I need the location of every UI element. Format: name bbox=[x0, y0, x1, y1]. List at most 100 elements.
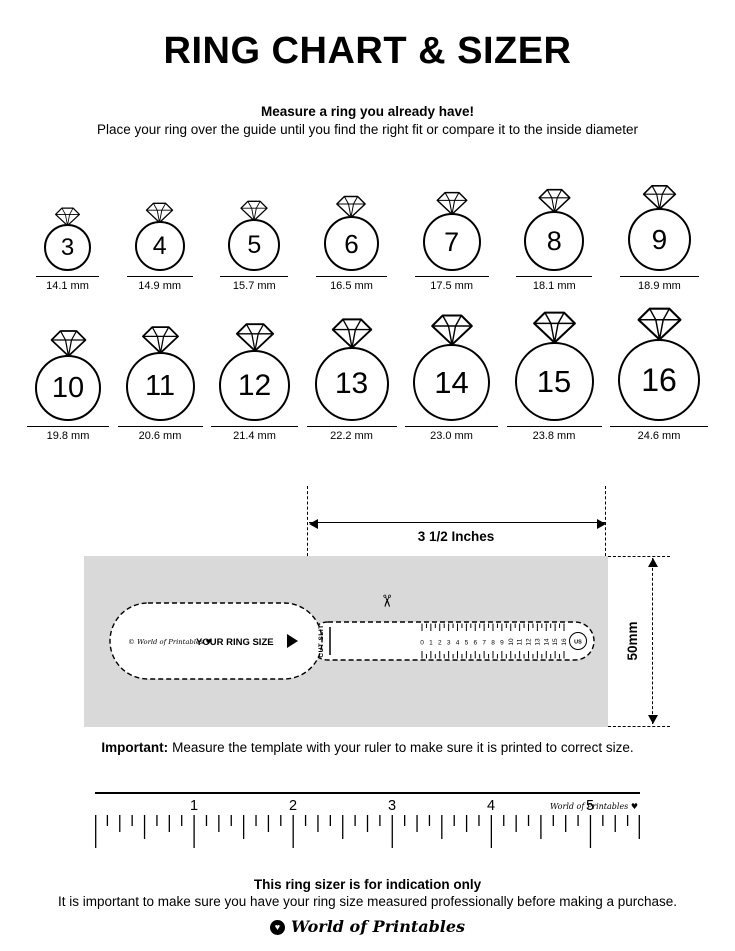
ring-diameter-label: 18.1 mm bbox=[532, 280, 576, 292]
diamond-icon bbox=[636, 307, 682, 341]
ring-underline bbox=[315, 276, 387, 277]
important-note: Important:Measure the template with your… bbox=[0, 740, 735, 755]
ring-diameter-label: 14.9 mm bbox=[138, 280, 182, 292]
ring-underline bbox=[619, 276, 699, 277]
ring-item: 7 17.5 mm bbox=[414, 190, 489, 292]
ring-size-circle: 11 bbox=[125, 352, 195, 421]
ring-size-circle: 7 bbox=[422, 213, 481, 271]
ring-diameter-label: 15.7 mm bbox=[232, 280, 276, 292]
ring-diameter-label: 17.5 mm bbox=[430, 280, 474, 292]
sizer-print-area: © World of Printables ♥ YOUR RING SIZE C… bbox=[84, 556, 608, 727]
ring-row-2: 10 19.8 mm 11 20.6 mm bbox=[27, 306, 708, 442]
scale-number: 16 bbox=[561, 638, 568, 646]
diamond-icon bbox=[55, 207, 80, 227]
logo-mark-icon: ♥ bbox=[269, 920, 285, 935]
ring-item: 8 18.1 mm bbox=[516, 187, 593, 292]
scissors-icon: ✂ bbox=[377, 594, 396, 608]
diamond-icon bbox=[141, 326, 179, 354]
scale-number: 12 bbox=[526, 638, 533, 646]
cut-slit-label: CUT SLIT bbox=[318, 624, 325, 657]
scale-number: 1 bbox=[429, 640, 433, 647]
ring-diameter-label: 19.8 mm bbox=[46, 430, 90, 442]
ring-size-number: 11 bbox=[144, 370, 176, 402]
important-label: Important: bbox=[101, 740, 169, 755]
your-ring-size-label: YOUR RING SIZE bbox=[196, 637, 274, 648]
ring-underline bbox=[610, 426, 708, 427]
height-guide-bottom-line bbox=[608, 726, 670, 727]
ring-underline bbox=[36, 276, 99, 277]
ruler-inch-number: 4 bbox=[486, 798, 496, 814]
ring-diameter-label: 22.2 mm bbox=[330, 430, 373, 442]
scale-number: 11 bbox=[517, 638, 524, 645]
ring-sizer-template: © World of Printables ♥ YOUR RING SIZE C… bbox=[109, 594, 595, 680]
ruler-tick-marks bbox=[95, 815, 640, 848]
diamond-icon bbox=[50, 330, 86, 357]
ring-item: 6 16.5 mm bbox=[315, 194, 387, 292]
ring-item: 11 20.6 mm bbox=[117, 324, 203, 442]
ring-size-number: 10 bbox=[51, 371, 85, 404]
diamond-icon bbox=[436, 191, 468, 216]
ruler-inch-number: 1 bbox=[189, 798, 199, 814]
logo-text: World of Printables bbox=[290, 917, 466, 936]
ring-diameter-label: 16.5 mm bbox=[330, 280, 373, 292]
scale-number: 14 bbox=[543, 638, 550, 646]
ruler-brand-text: World of Printables ♥ bbox=[550, 802, 638, 811]
ring-item: 10 19.8 mm bbox=[27, 328, 109, 442]
ring-item: 12 21.4 mm bbox=[211, 321, 298, 442]
ruler-edge-line bbox=[95, 792, 640, 794]
pointer-icon bbox=[287, 634, 298, 648]
ring-underline bbox=[117, 426, 203, 427]
ring-underline bbox=[27, 426, 109, 427]
us-size-circle bbox=[569, 632, 587, 650]
height-measure-label: 50mm bbox=[625, 621, 640, 661]
scale-number: 5 bbox=[465, 640, 469, 647]
diamond-icon bbox=[430, 314, 473, 346]
ring-row-1: 3 14.1 mm 4 14.9 mm bbox=[36, 174, 699, 292]
important-text: Measure the template with your ruler to … bbox=[172, 740, 634, 755]
ring-diameter-label: 21.4 mm bbox=[233, 430, 276, 442]
sizer-strip bbox=[308, 621, 595, 661]
ring-diameter-label: 20.6 mm bbox=[138, 430, 182, 442]
ring-underline bbox=[306, 426, 397, 427]
scale-number: 3 bbox=[447, 640, 451, 647]
scale-number: 6 bbox=[473, 640, 477, 647]
ring-size-number: 12 bbox=[237, 368, 272, 402]
ring-item: 16 24.6 mm bbox=[610, 305, 708, 442]
ring-size-circle: 14 bbox=[413, 344, 490, 421]
ring-size-circle: 13 bbox=[314, 347, 389, 421]
ruler-inch-number: 2 bbox=[288, 798, 298, 814]
ring-size-circle: 5 bbox=[228, 219, 281, 271]
ring-diameter-label: 18.9 mm bbox=[638, 280, 681, 292]
ring-item: 13 22.2 mm bbox=[306, 316, 397, 442]
ring-underline bbox=[405, 426, 498, 427]
ring-item: 14 23.0 mm bbox=[405, 312, 498, 442]
diamond-icon bbox=[331, 318, 372, 349]
ring-size-circle: 15 bbox=[514, 342, 594, 421]
ring-item: 4 14.9 mm bbox=[126, 201, 193, 292]
scale-number: 8 bbox=[491, 640, 495, 647]
diamond-icon bbox=[538, 188, 571, 213]
subtitle: Measure a ring you already have! bbox=[260, 104, 475, 119]
scale-number: 9 bbox=[500, 640, 504, 647]
ring-size-circle: 9 bbox=[627, 208, 691, 271]
ring-item: 9 18.9 mm bbox=[619, 183, 699, 292]
scale-number: 0 bbox=[420, 640, 424, 647]
instruction-text: Place your ring over the guide until you… bbox=[96, 122, 639, 137]
footer-note: It is important to make sure you have yo… bbox=[57, 894, 678, 909]
diamond-icon bbox=[240, 200, 268, 222]
ring-diameter-label: 23.8 mm bbox=[532, 430, 576, 442]
ring-size-number: 3 bbox=[60, 233, 75, 261]
diamond-icon bbox=[532, 311, 576, 344]
ring-size-number: 13 bbox=[334, 367, 369, 400]
ring-underline bbox=[220, 276, 289, 277]
ring-size-circle: 8 bbox=[524, 211, 585, 271]
ring-size-circle: 16 bbox=[618, 339, 700, 421]
ring-size-number: 16 bbox=[641, 362, 677, 398]
ring-size-circle: 6 bbox=[323, 216, 379, 271]
ring-size-number: 7 bbox=[444, 226, 460, 257]
us-label: US bbox=[574, 640, 582, 646]
ring-size-circle: 12 bbox=[219, 350, 290, 421]
ring-underline bbox=[414, 276, 489, 277]
ring-size-circle: 4 bbox=[134, 221, 185, 271]
